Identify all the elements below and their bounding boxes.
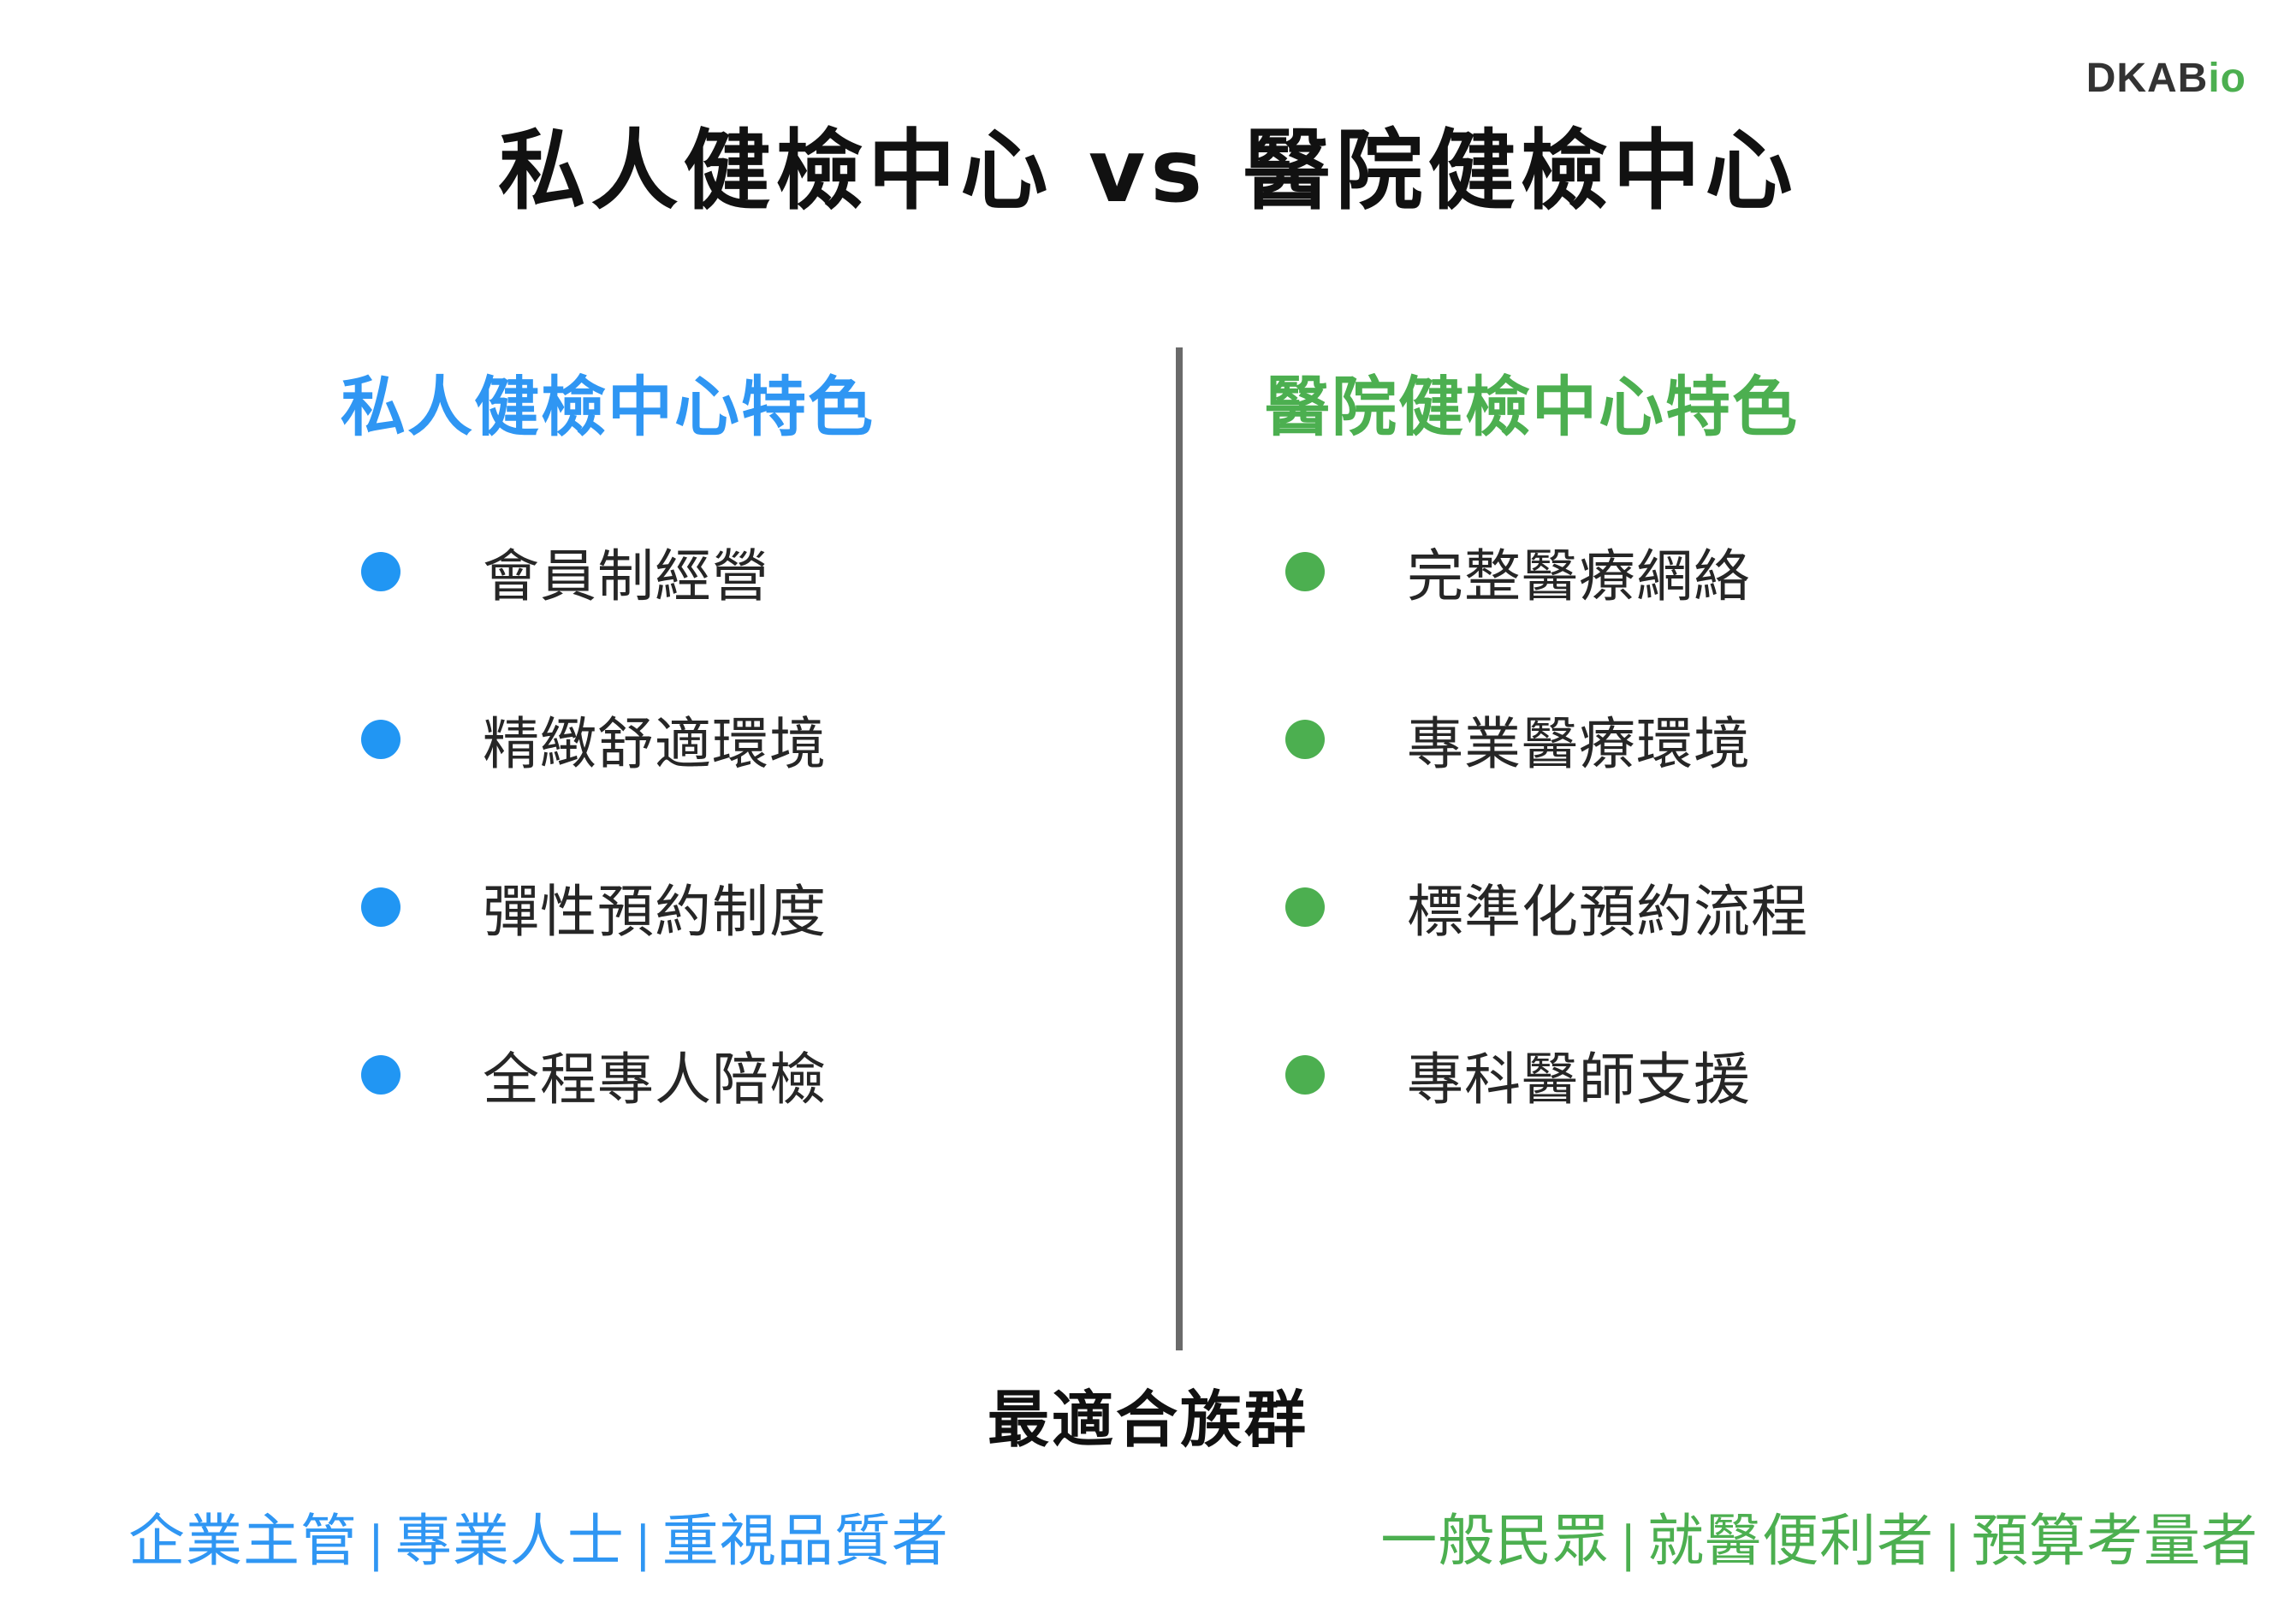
hospital-center-heading: 醫院健檢中心特色 [1265, 369, 1799, 445]
list-item-text: 彈性預約制度 [483, 879, 827, 945]
separator: | [368, 1516, 385, 1572]
brand-logo: DKABio [2086, 55, 2246, 102]
list-item: 專科醫師支援 [1265, 1025, 1808, 1124]
bullet-dot-icon [361, 552, 400, 591]
list-item: 專業醫療環境 [1265, 690, 1808, 789]
bullet-dot-icon [1285, 1055, 1325, 1095]
private-center-heading: 私人健檢中心特色 [341, 369, 875, 445]
bullet-dot-icon [1285, 887, 1325, 927]
list-item-text: 專業醫療環境 [1407, 711, 1751, 777]
separator: | [1944, 1516, 1961, 1572]
list-item-text: 標準化預約流程 [1407, 879, 1808, 945]
audience-tag: 重視品質者 [662, 1508, 949, 1574]
logo-main-text: DKAB [2085, 56, 2209, 101]
list-item: 標準化預約流程 [1265, 857, 1808, 957]
logo-accent-text: io [2208, 56, 2246, 101]
list-item: 完整醫療網絡 [1265, 522, 1808, 621]
list-item: 全程專人陪檢 [341, 1025, 875, 1124]
audience-tag: 就醫便利者 [1647, 1508, 1935, 1574]
audience-tag: 一般民眾 [1380, 1508, 1611, 1574]
audience-tag: 專業人士 [395, 1508, 625, 1574]
bullet-dot-icon [361, 720, 400, 759]
hospital-center-column: 醫院健檢中心特色 完整醫療網絡 專業醫療環境 標準化預約流程 專科醫師支援 [1265, 368, 1808, 1193]
bullet-dot-icon [1285, 720, 1325, 759]
separator: | [634, 1516, 652, 1572]
list-item-text: 專科醫師支援 [1407, 1047, 1751, 1113]
bullet-dot-icon [361, 887, 400, 927]
bullet-dot-icon [1285, 552, 1325, 591]
list-item-text: 完整醫療網絡 [1407, 543, 1751, 609]
list-item: 彈性預約制度 [341, 857, 875, 957]
separator: | [1620, 1516, 1638, 1572]
private-audience-list: 企業主管|專業人士|重視品質者 [128, 1503, 949, 1583]
list-item-text: 會員制經營 [483, 543, 769, 609]
audience-tag: 企業主管 [128, 1508, 358, 1574]
list-item: 會員制經營 [341, 522, 875, 621]
page-title: 私人健檢中心 vs 醫院健檢中心 [498, 121, 1798, 223]
list-item-text: 精緻舒適環境 [483, 711, 827, 777]
list-item-text: 全程專人陪檢 [483, 1047, 827, 1113]
list-item: 精緻舒適環境 [341, 690, 875, 789]
bullet-dot-icon [361, 1055, 400, 1095]
column-divider [1176, 347, 1183, 1350]
private-center-column: 私人健檢中心特色 會員制經營 精緻舒適環境 彈性預約制度 全程專人陪檢 [341, 368, 875, 1193]
audience-heading: 最適合族群 [987, 1384, 1308, 1456]
hospital-audience-list: 一般民眾|就醫便利者|預算考量者 [1380, 1503, 2258, 1583]
audience-tag: 預算考量者 [1972, 1508, 2258, 1574]
